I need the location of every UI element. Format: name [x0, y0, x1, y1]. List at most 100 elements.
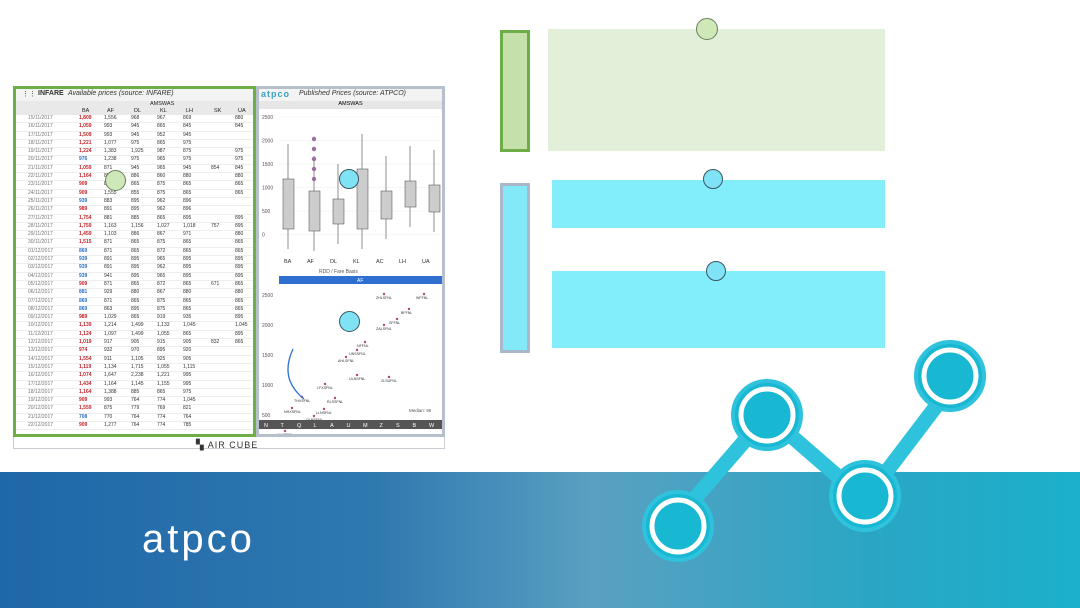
table-cell: 1,214 [104, 322, 117, 329]
row-date: 27/11/2017 [28, 214, 53, 221]
booking-class-bar [259, 420, 442, 429]
table-cell: 880 [183, 173, 192, 180]
table-cell: 909 [79, 189, 88, 196]
row-date: 18/12/2017 [28, 388, 54, 395]
carrier-tick-label: KL [353, 259, 360, 265]
table-cell: 774 [157, 397, 166, 404]
table-cell: 895 [131, 206, 140, 213]
table-cell: 993 [104, 131, 113, 138]
table-cell: 883 [104, 197, 113, 204]
fare-basis-point [355, 373, 359, 377]
table-cell: 1,759 [79, 222, 92, 229]
table-cell: 974 [79, 347, 88, 354]
table-cell: 865 [183, 189, 192, 196]
table-cell: 896 [183, 197, 192, 204]
table-cell: 865 [235, 297, 244, 304]
table-cell: 1,029 [104, 314, 117, 321]
fare-basis-point [407, 307, 411, 311]
table-cell: 975 [183, 388, 192, 395]
row-date: 08/12/2017 [28, 305, 54, 312]
table-cell: 865 [183, 280, 192, 287]
table-cell: 860 [157, 173, 166, 180]
table-cell: 880 [235, 173, 244, 180]
scatter-y-tick: 2500 [262, 293, 273, 299]
table-cell: 895 [183, 264, 192, 271]
table-cell: 995 [183, 380, 192, 387]
table-cell: 872 [157, 247, 166, 254]
table-cell: 975 [183, 139, 192, 146]
table-cell: 865 [235, 305, 244, 312]
table-cell: 975 [131, 156, 140, 163]
table-cell: 875 [183, 148, 192, 155]
fare-basis-point [395, 317, 399, 321]
table-cell: 1,018 [183, 222, 196, 229]
table-cell: 764 [183, 413, 192, 420]
outlier-point [311, 166, 317, 172]
fare-basis-label: WFFNL [416, 296, 428, 300]
table-cell: 1,119 [79, 363, 92, 370]
infare-column-kl: KL [160, 108, 167, 114]
table-cell: 1,556 [104, 115, 117, 121]
row-date: 11/12/2017 [28, 330, 53, 337]
table-cell: 895 [235, 214, 244, 221]
table-cell: 917 [104, 339, 113, 346]
table-cell: 875 [157, 181, 166, 188]
row-date: 14/12/2017 [28, 355, 54, 362]
row-date: 29/11/2017 [28, 231, 53, 238]
infare-route-label: AMSWAS [150, 101, 175, 107]
row-date: 19/11/2017 [28, 148, 53, 155]
table-cell: 845 [235, 123, 244, 130]
row-date: 12/12/2017 [28, 339, 54, 346]
table-cell: 1,499 [131, 330, 144, 337]
booking-class-letter: Z [380, 423, 384, 429]
table-cell: 976 [79, 156, 88, 163]
table-cell: 993 [104, 123, 113, 130]
table-cell: 671 [211, 280, 220, 287]
table-cell: 935 [183, 314, 192, 321]
table-cell: 845 [183, 123, 192, 130]
callout-marker [696, 18, 718, 40]
boxplot-box [356, 168, 369, 230]
row-date: 18/11/2017 [28, 139, 53, 146]
infare-column-lh: LH [186, 108, 194, 114]
row-date: 26/11/2017 [28, 206, 53, 213]
table-cell: 865 [235, 181, 244, 188]
table-cell: 1,715 [131, 363, 144, 370]
table-cell: 764 [131, 397, 140, 404]
row-date: 10/12/2017 [28, 322, 54, 329]
table-cell: 875 [157, 239, 166, 246]
fare-basis-point [323, 382, 327, 386]
row-date: 04/12/2017 [28, 272, 54, 279]
table-cell: 880 [235, 231, 244, 238]
table-cell: 962 [157, 264, 166, 271]
table-cell: 919 [157, 314, 166, 321]
table-cell: 895 [157, 347, 166, 354]
table-cell: 1,155 [157, 380, 170, 387]
table-cell: 886 [131, 231, 140, 238]
table-cell: 895 [235, 330, 244, 337]
booking-class-letter: T [281, 423, 285, 429]
table-cell: 975 [235, 156, 244, 163]
outlier-point [311, 176, 317, 182]
table-cell: 891 [104, 256, 113, 263]
booking-class-letter: S [396, 423, 400, 429]
row-date: 19/12/2017 [28, 397, 54, 404]
fare-basis-label: RLSSFNL [327, 400, 343, 404]
table-cell: 871 [104, 247, 113, 254]
table-cell: 895 [131, 197, 140, 204]
table-cell: 1,515 [79, 239, 92, 246]
network-nodes-graphic [642, 340, 986, 562]
fare-basis-label: THXSFNL [294, 399, 310, 403]
table-cell: 881 [104, 214, 113, 221]
table-cell: 989 [79, 314, 88, 321]
row-date: 05/12/2017 [28, 280, 54, 287]
